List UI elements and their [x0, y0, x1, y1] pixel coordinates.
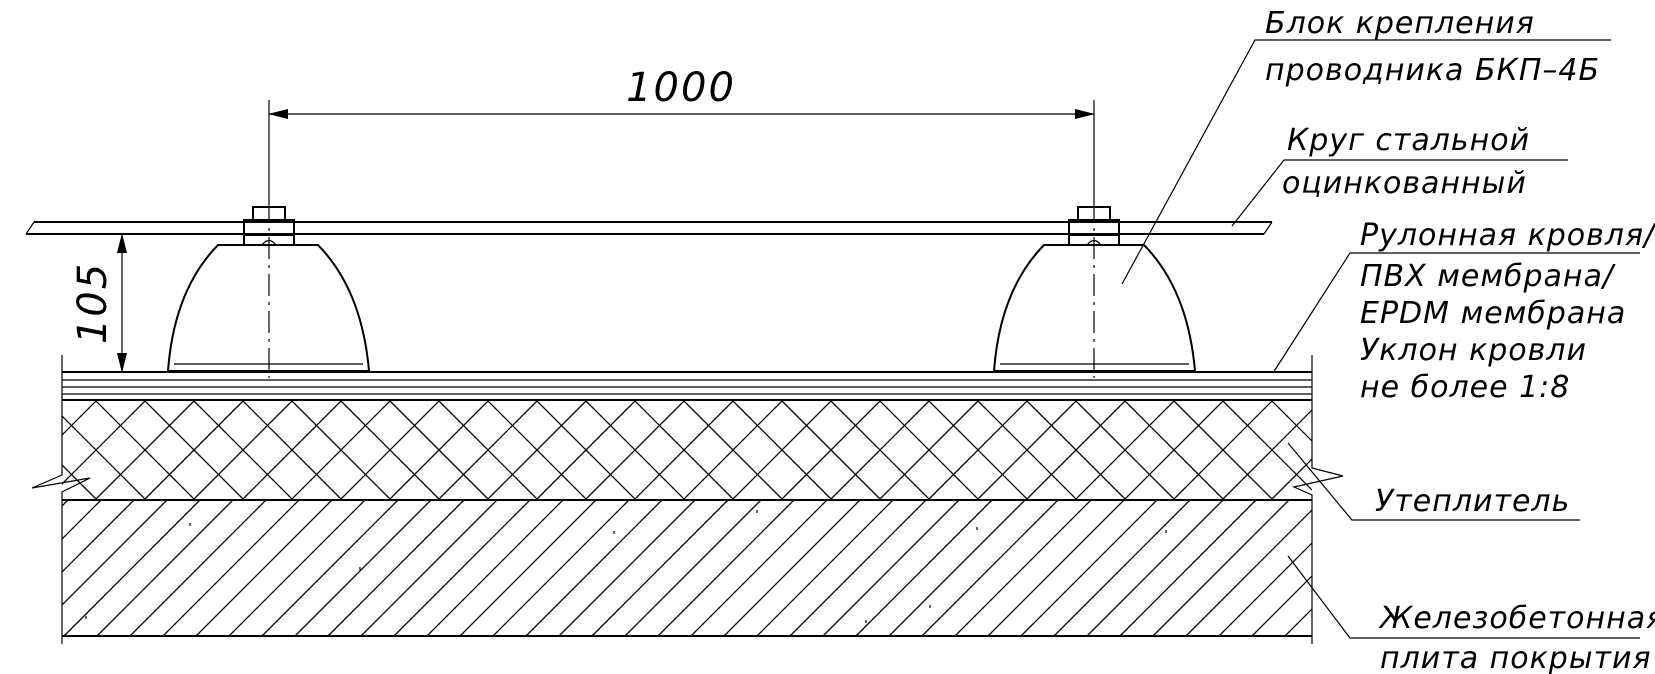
- svg-text:Рулонная кровля/: Рулонная кровля/: [1360, 218, 1655, 253]
- dimension-height: 105: [70, 233, 152, 373]
- label-steel-rod: Круг стальной оцинкованный: [1282, 123, 1530, 201]
- dimension-spacing: 1000: [268, 65, 1095, 200]
- section-break-lines: [31, 355, 1344, 644]
- dimension-height-value: 105: [70, 262, 116, 344]
- svg-text:не более 1:8: не более 1:8: [1360, 370, 1570, 405]
- svg-text:EPDM мембрана: EPDM мембрана: [1360, 296, 1626, 331]
- svg-text:Железобетонная: Железобетонная: [1378, 601, 1655, 636]
- svg-text:плита покрытия: плита покрытия: [1380, 641, 1652, 674]
- label-clamp-block: Блок крепления проводника БКП–4Б: [1265, 6, 1600, 88]
- svg-text:проводника БКП–4Б: проводника БКП–4Б: [1265, 53, 1600, 88]
- svg-text:Блок крепления: Блок крепления: [1265, 6, 1535, 41]
- roofing-membrane-layers: [62, 371, 1312, 401]
- leader-lines: [1121, 39, 1640, 639]
- insulation-layer: [62, 400, 1312, 501]
- label-roofing: Рулонная кровля/ ПВХ мембрана/ EPDM мемб…: [1360, 218, 1655, 405]
- svg-text:оцинкованный: оцинкованный: [1282, 166, 1527, 201]
- label-insulation: Утеплитель: [1375, 484, 1570, 519]
- svg-text:Утеплитель: Утеплитель: [1375, 484, 1570, 519]
- steel-rod: [25, 221, 1273, 235]
- concrete-slab: [62, 500, 1312, 637]
- center-lines: [268, 200, 1095, 378]
- label-slab: Железобетонная плита покрытия: [1378, 601, 1655, 674]
- svg-text:Круг стальной: Круг стальной: [1287, 123, 1530, 158]
- dimension-spacing-value: 1000: [626, 65, 736, 111]
- svg-text:Уклон кровли: Уклон кровли: [1360, 333, 1587, 368]
- svg-text:ПВХ мембрана/: ПВХ мембрана/: [1360, 259, 1616, 294]
